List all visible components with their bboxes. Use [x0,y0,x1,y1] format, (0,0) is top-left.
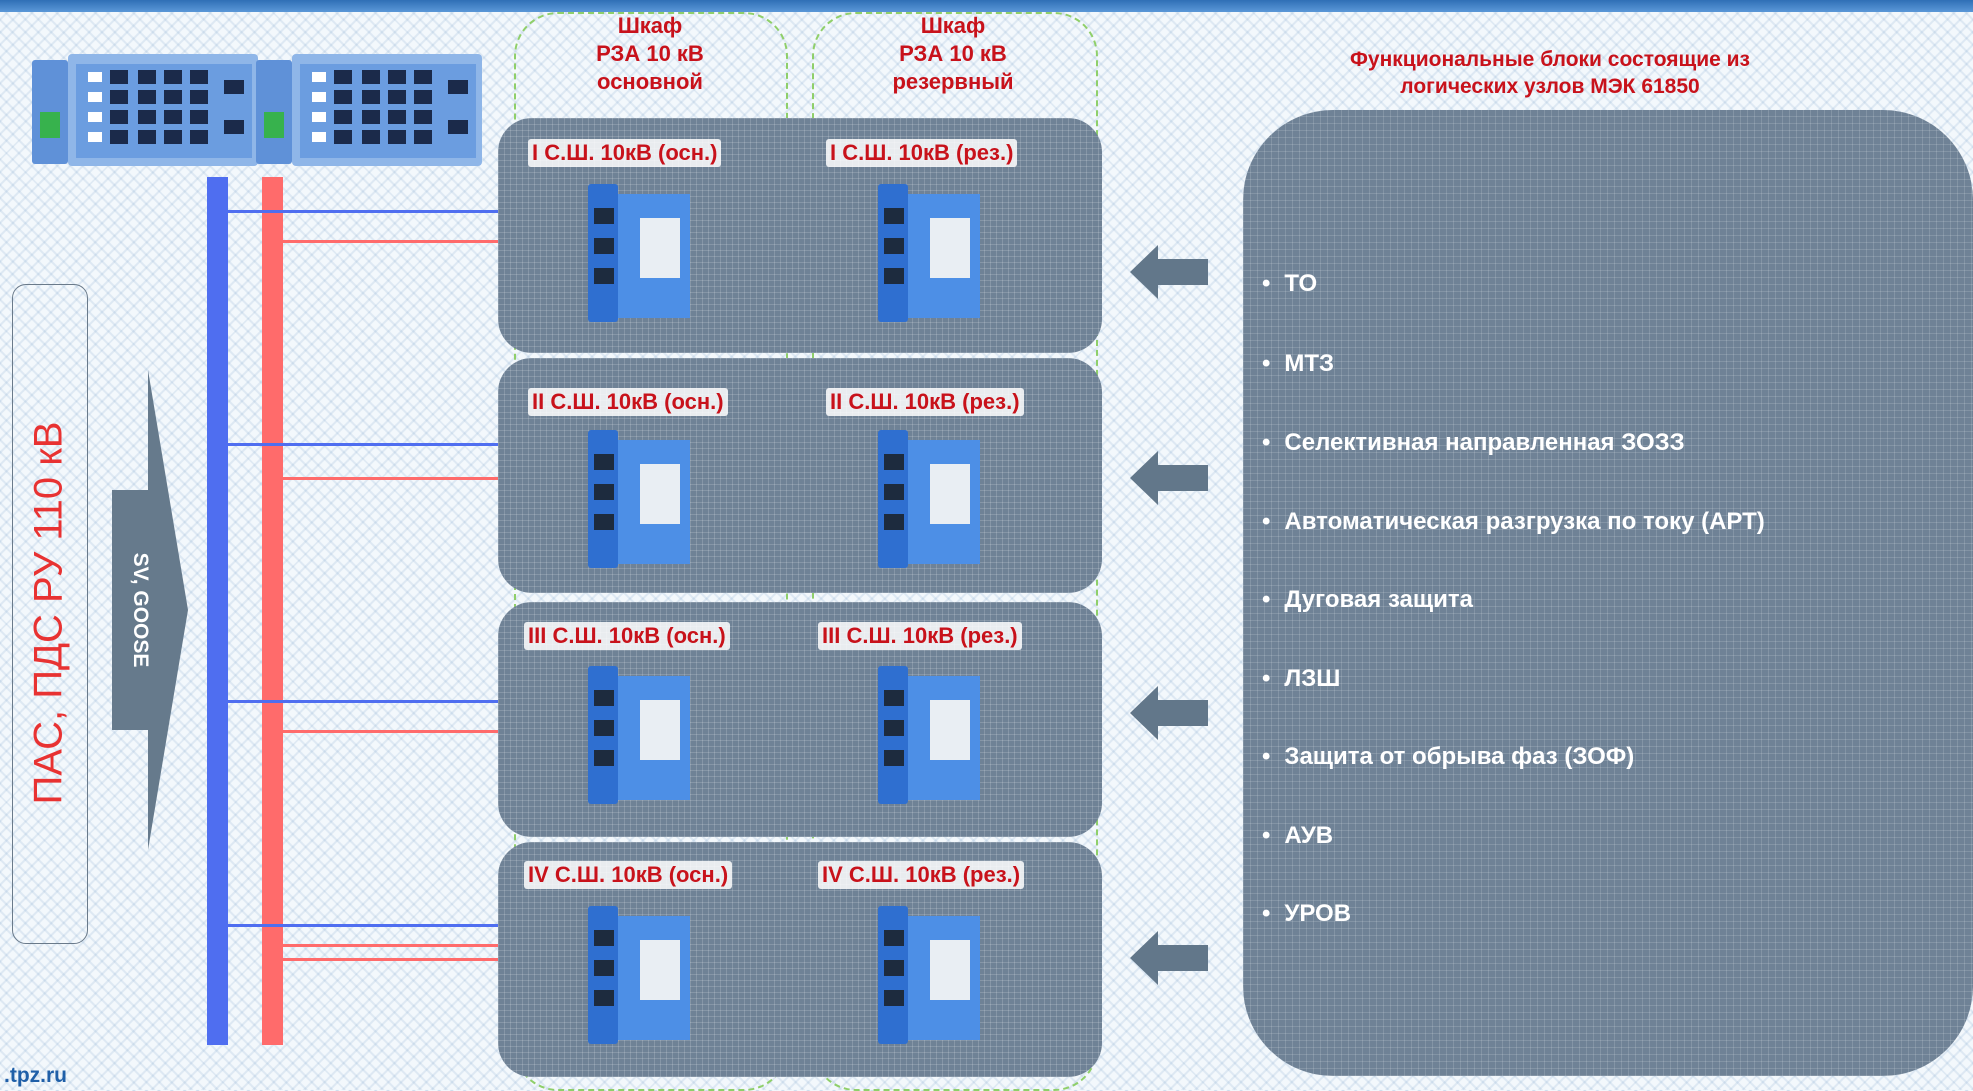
protection-relay-icon [878,666,980,804]
cabinet-reserve-title: Шкаф РЗА 10 кВ резервный [892,13,1014,94]
function-block-item: •АУВ [1262,822,1334,849]
bus-a-connection [228,700,498,703]
bus-b-connection [283,958,498,961]
protection-relay-icon [878,906,980,1044]
function-block-item: •Селективная направленная ЗОЗЗ [1262,429,1685,456]
bus-b-connection [283,730,498,733]
process-bus-b [262,177,283,1045]
ethernet-switch-icon [256,54,482,166]
protection-relay-icon [878,430,980,568]
substation-label-box [12,284,88,944]
bus-b-connection [283,240,498,243]
functional-blocks-title: Функциональные блоки состоящие из логиче… [1350,48,1750,98]
function-block-item: •ТО [1262,270,1318,297]
left-arrow-icon [1130,451,1208,505]
function-block-item: •ЛЗШ [1262,665,1341,692]
row-label-reserve: I С.Ш. 10кВ (рез.) [826,139,1018,167]
bus-b-connection [283,944,498,947]
flow-arrow-icon [112,370,188,850]
protection-relay-icon [878,184,980,322]
row-label-main: II С.Ш. 10кВ (осн.) [528,388,728,416]
row-label-main: III С.Ш. 10кВ (осн.) [524,622,730,650]
function-block-item: •Дуговая защита [1262,586,1474,613]
left-arrow-icon [1130,245,1208,299]
function-block-item: •УРОВ [1262,900,1352,927]
protection-relay-icon [588,184,690,322]
row-label-main: IV С.Ш. 10кВ (осн.) [524,861,733,889]
functional-blocks-panel [1243,110,1973,1076]
bus-a-connection [228,443,498,446]
row-label-reserve: IV С.Ш. 10кВ (рез.) [818,861,1025,889]
row-label-reserve: III С.Ш. 10кВ (рез.) [818,622,1022,650]
process-bus-a [207,177,228,1045]
cabinet-main-title: Шкаф РЗА 10 кВ основной [596,13,704,94]
function-block-item: •Автоматическая разгрузка по току (АРТ) [1262,508,1765,535]
bus-a-connection [228,210,498,213]
function-block-item: •Защита от обрыва фаз (ЗОФ) [1262,743,1635,770]
function-block-item: •МТЗ [1262,350,1335,377]
left-arrow-icon [1130,931,1208,985]
protection-relay-icon [588,906,690,1044]
protection-relay-icon [588,666,690,804]
left-arrow-icon [1130,686,1208,740]
row-label-reserve: II С.Ш. 10кВ (рез.) [826,388,1024,416]
top-bar [0,0,1973,12]
footer-url: .tpz.ru [4,1064,67,1087]
ethernet-switch-icon [32,54,258,166]
bus-a-connection [228,924,498,927]
bus-b-connection [283,477,498,480]
row-label-main: I С.Ш. 10кВ (осн.) [528,139,722,167]
protection-relay-icon [588,430,690,568]
